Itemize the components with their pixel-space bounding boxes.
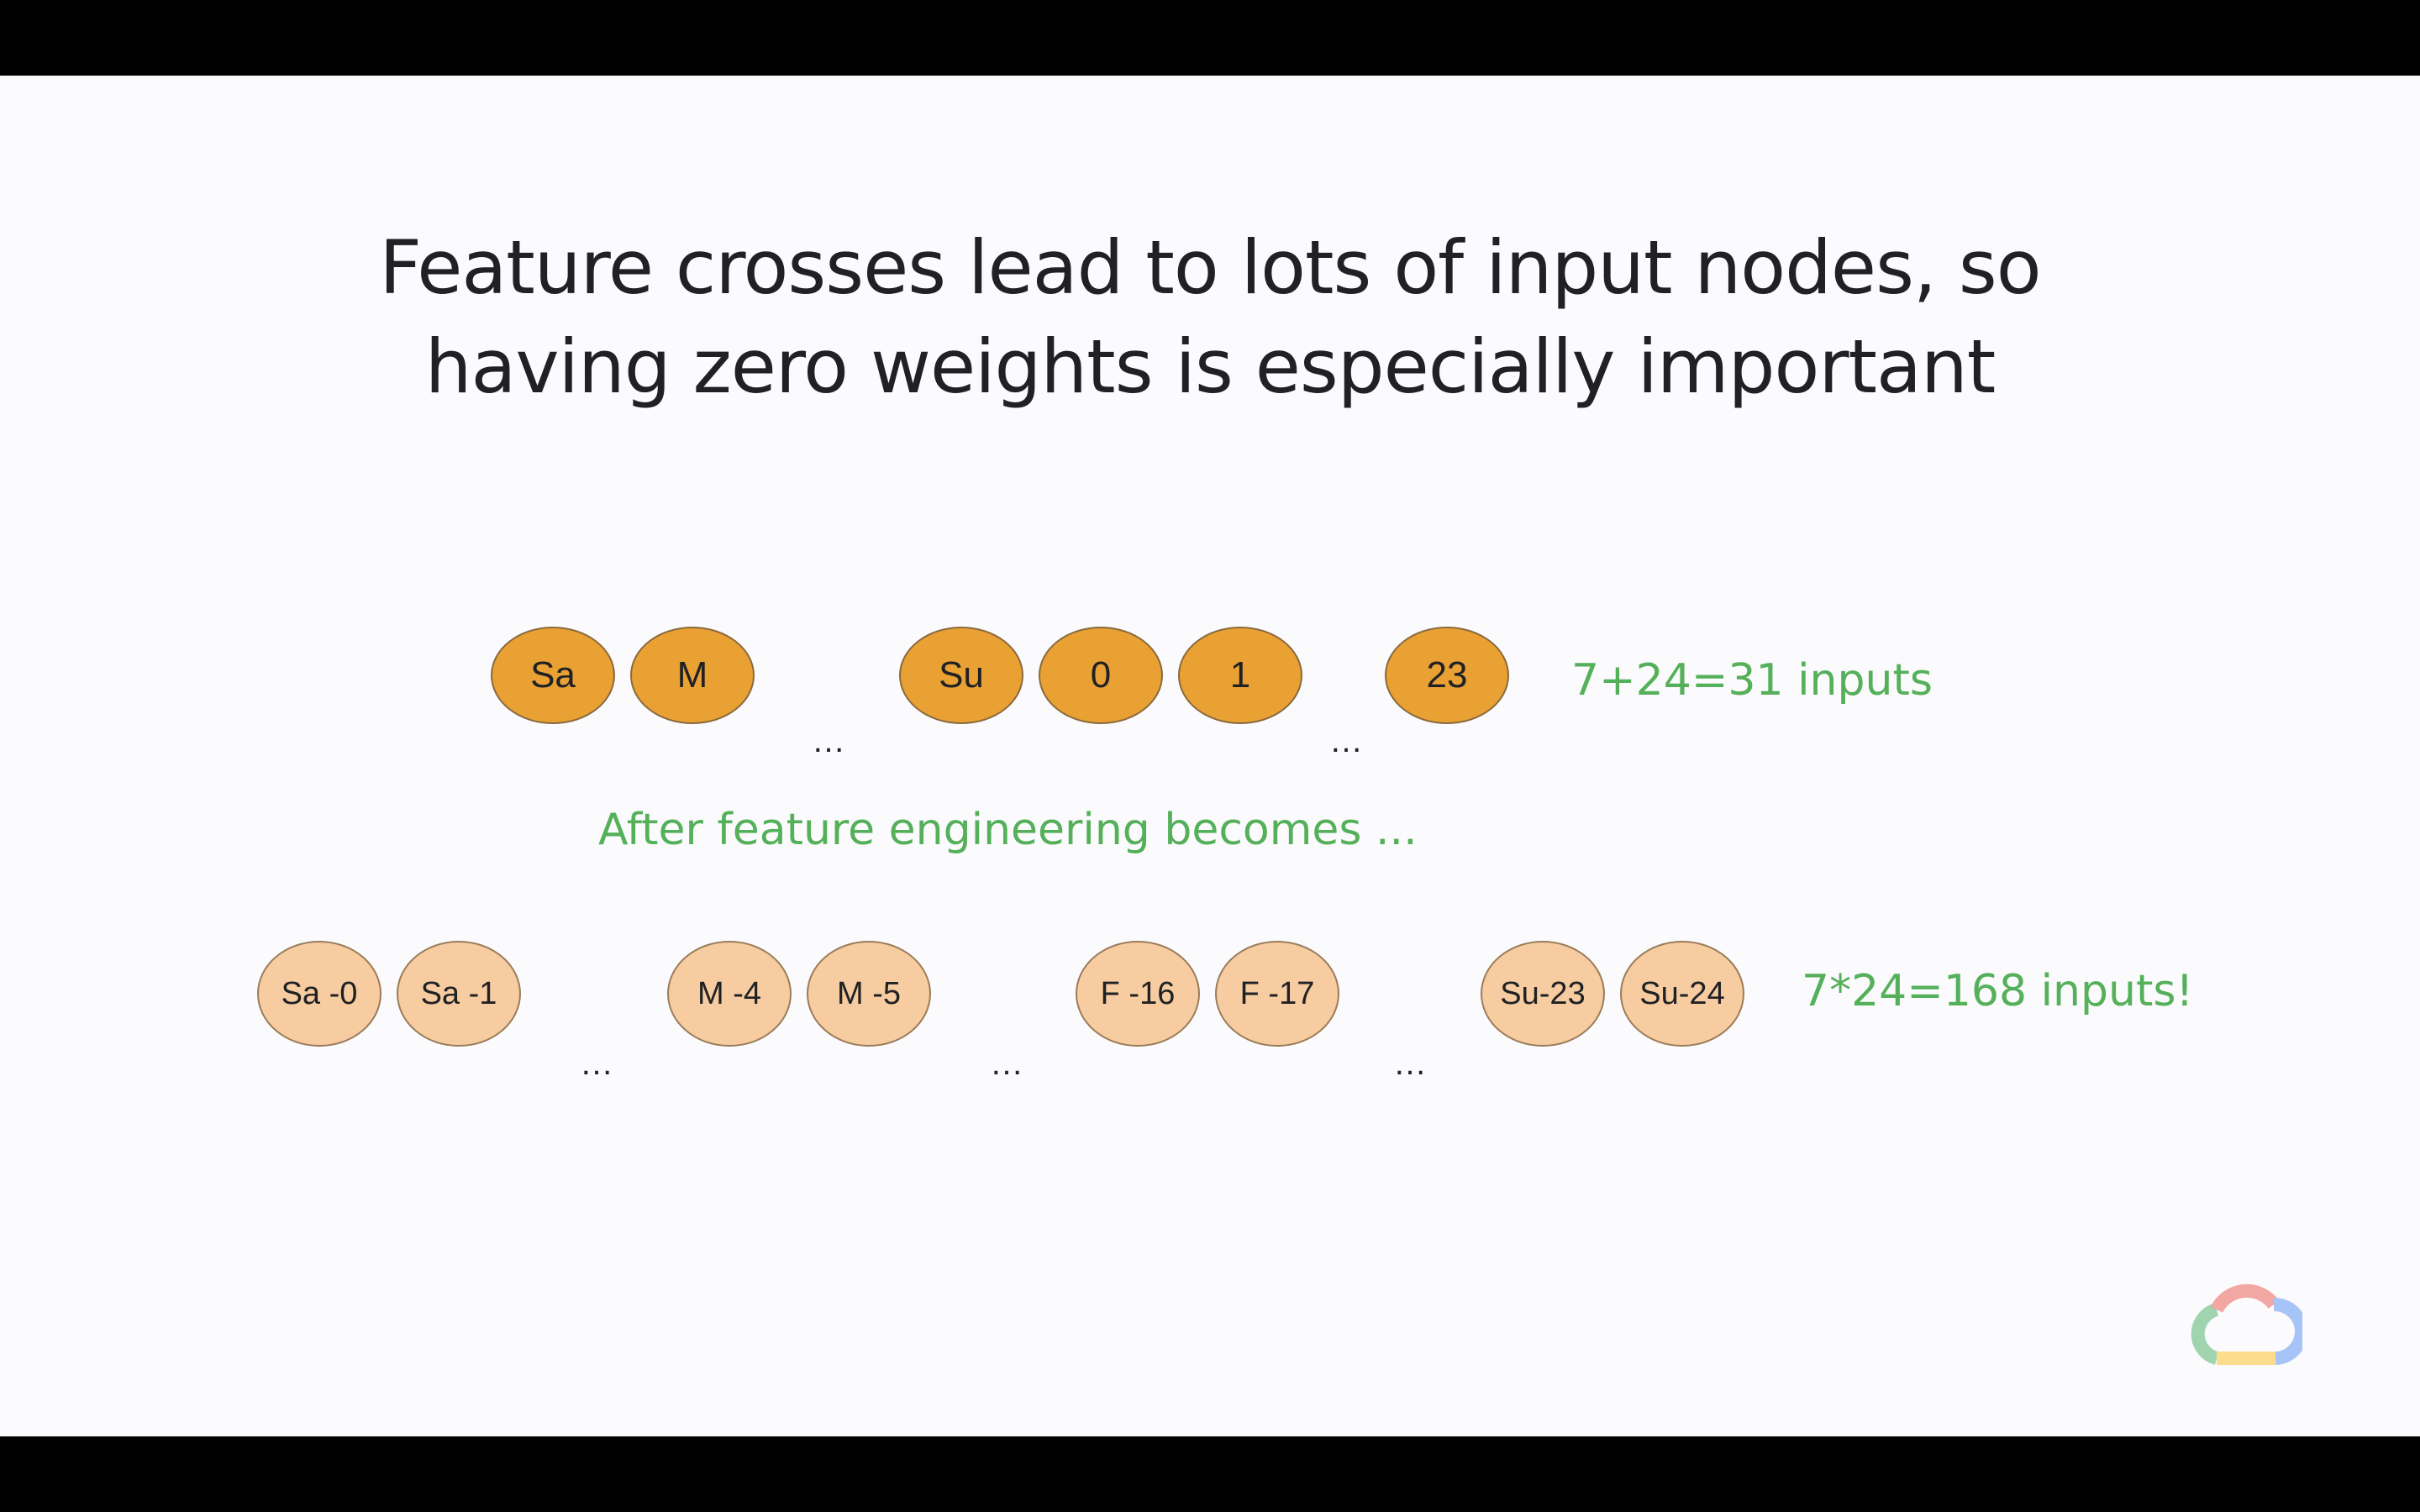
crossed-node-m-4: M -4: [667, 941, 792, 1047]
crossed-node-sa-0: Sa -0: [257, 941, 381, 1047]
row1-ellipsis-2: …: [1329, 722, 1363, 759]
slide-title-line-2: having zero weights is especially import…: [424, 323, 1996, 410]
crossed-node-f-17: F -17: [1215, 941, 1339, 1047]
slide: Feature crosses lead to lots of input no…: [0, 76, 2420, 1436]
crossed-node-su-24: Su-24: [1620, 941, 1744, 1047]
slide-title-line-1: Feature crosses lead to lots of input no…: [379, 224, 2041, 311]
crossed-node-sa-1: Sa -1: [397, 941, 521, 1047]
input-node-m: M: [630, 627, 755, 724]
row2-ellipsis-2: …: [990, 1045, 1023, 1082]
input-node-1: 1: [1178, 627, 1302, 724]
input-node-sa: Sa: [491, 627, 615, 724]
row2-summary: 7*24=168 inputs!: [1802, 966, 2194, 1016]
input-node-su: Su: [899, 627, 1023, 724]
transition-text: After feature engineering becomes ...: [598, 805, 1418, 855]
input-node-23: 23: [1385, 627, 1509, 724]
crossed-node-f-16: F -16: [1076, 941, 1200, 1047]
input-node-0: 0: [1039, 627, 1163, 724]
letterbox-bottom: [0, 1436, 2420, 1512]
letterbox-top: [0, 0, 2420, 76]
google-cloud-logo-icon: [2191, 1284, 2302, 1365]
row1-summary: 7+24=31 inputs: [1571, 655, 1933, 706]
crossed-node-m-5: M -5: [807, 941, 931, 1047]
slide-title: Feature crosses lead to lots of input no…: [0, 218, 2420, 417]
row2-ellipsis-3: …: [1393, 1045, 1427, 1082]
row2-ellipsis-1: …: [580, 1045, 613, 1082]
crossed-node-su-23: Su-23: [1481, 941, 1605, 1047]
row1-ellipsis-1: …: [812, 722, 845, 759]
